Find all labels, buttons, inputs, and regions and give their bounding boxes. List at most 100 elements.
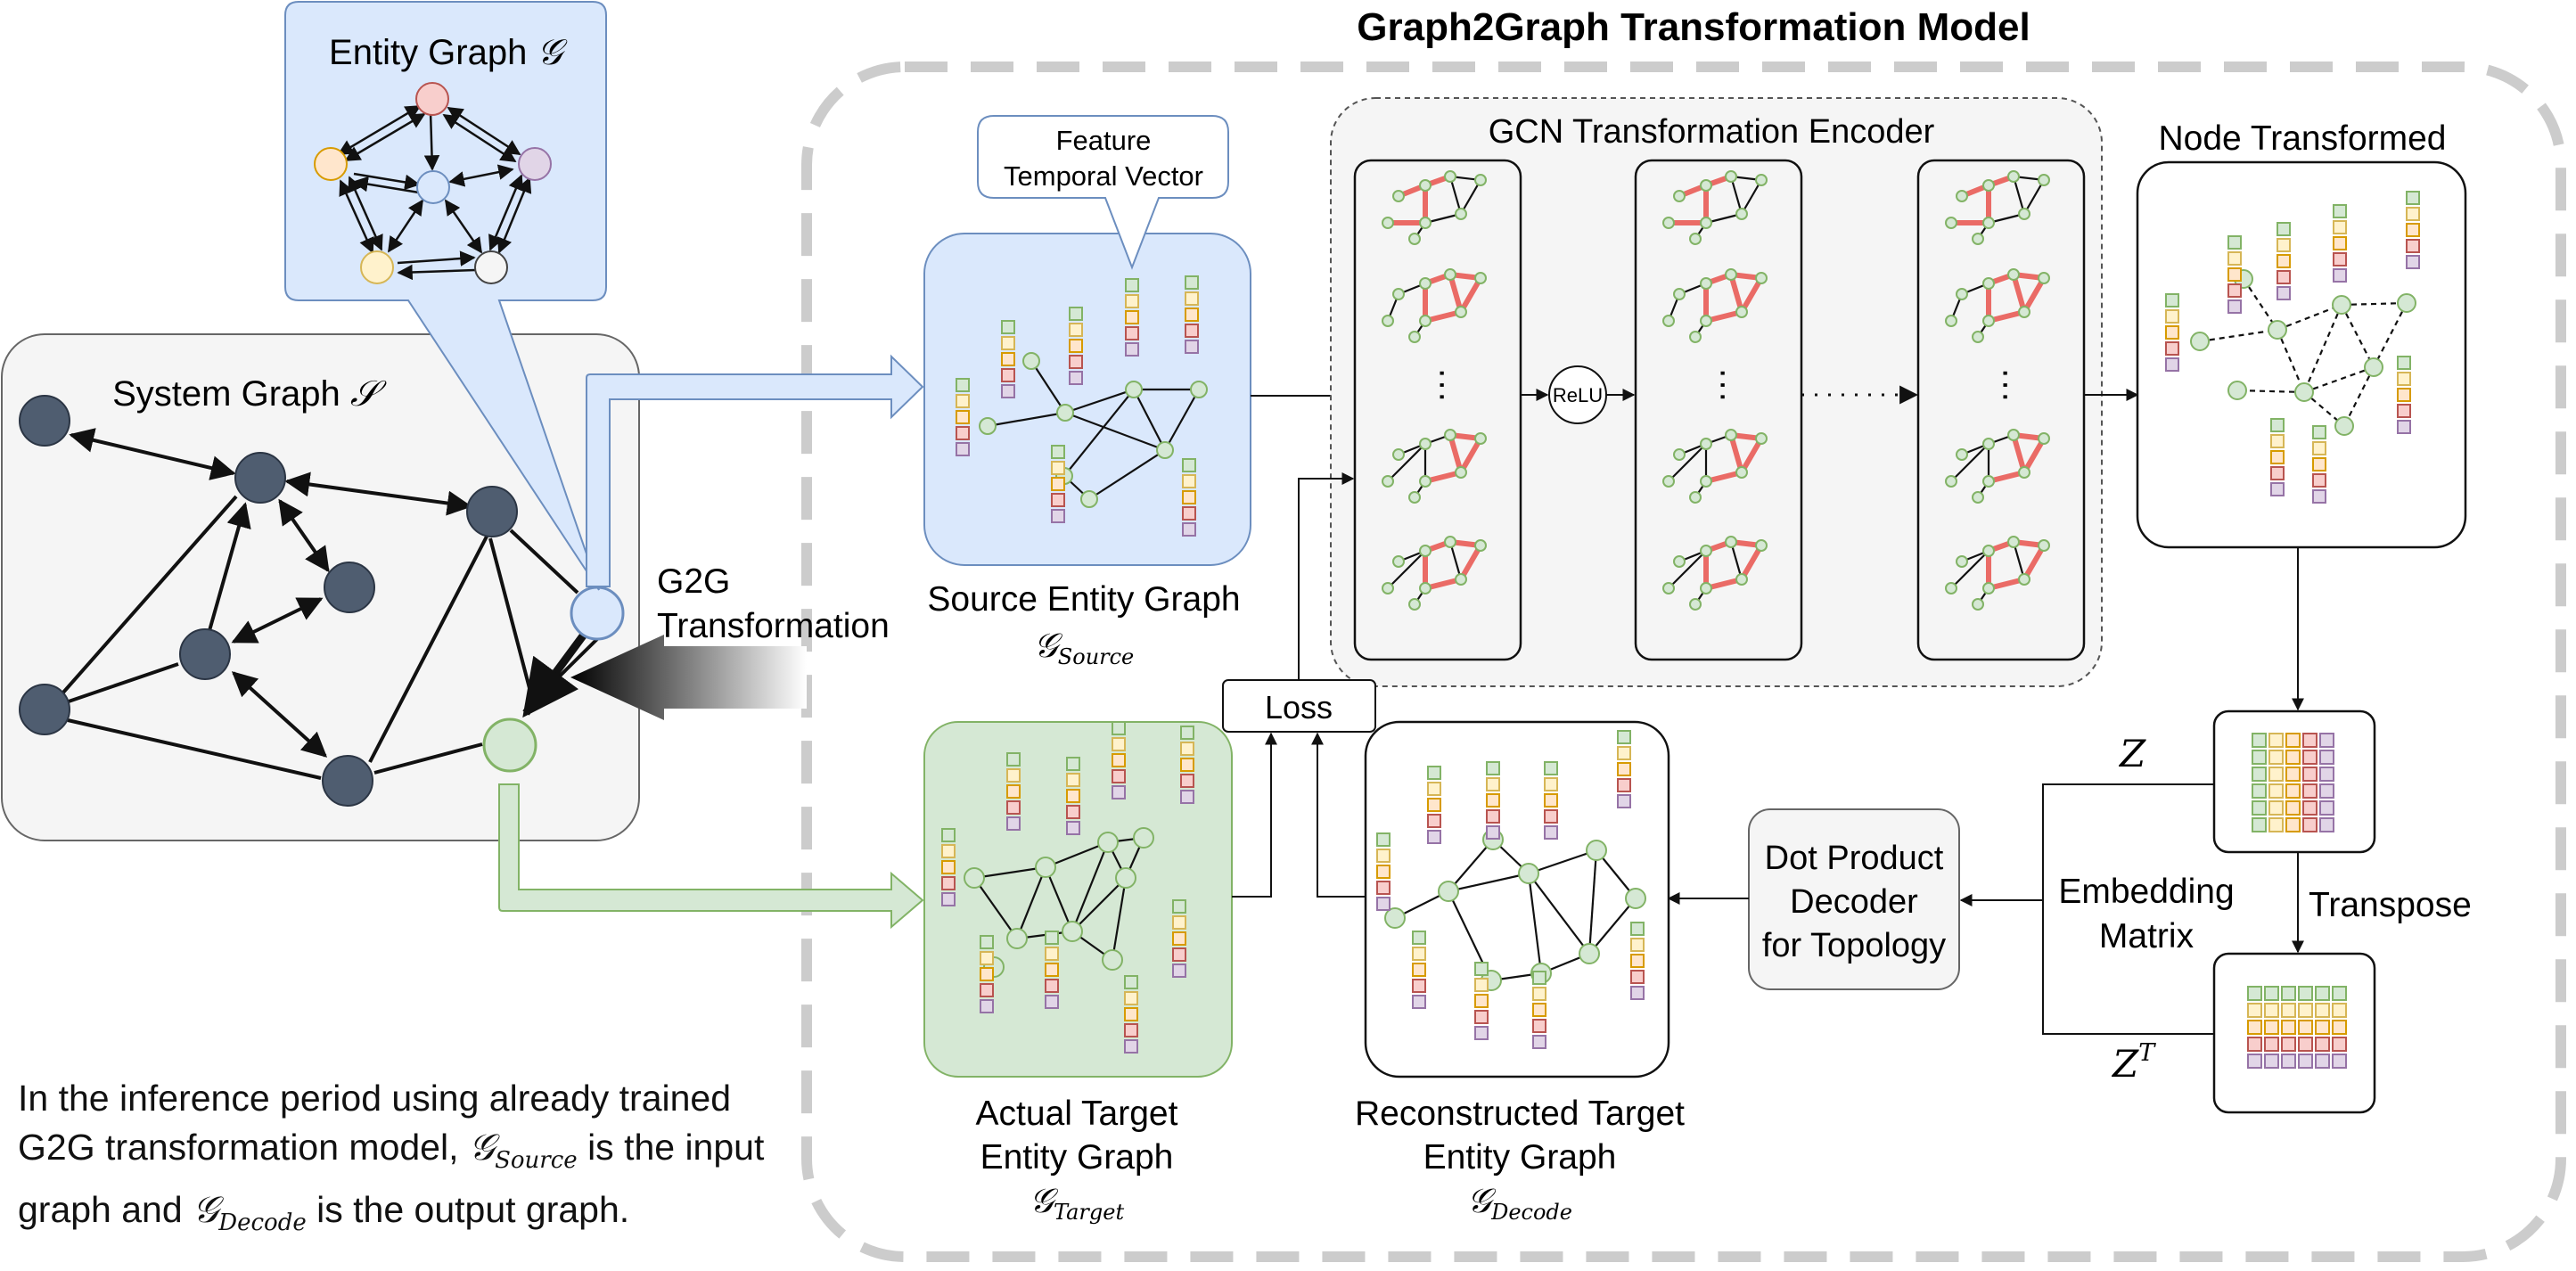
graph-node bbox=[1133, 827, 1154, 849]
z-matrix-cell bbox=[2252, 783, 2267, 799]
feature-callout-line2: Temporal Vector bbox=[1004, 160, 1203, 192]
feature-vector-cell bbox=[1185, 275, 1199, 290]
feature-vector-cell bbox=[1182, 490, 1196, 504]
graph-node bbox=[1392, 288, 1405, 300]
graph-edge bbox=[2236, 389, 2305, 394]
feature-vector-cell bbox=[1001, 368, 1015, 382]
highlighted-edge bbox=[2011, 434, 2027, 473]
graph-node bbox=[1382, 315, 1394, 327]
z-matrix-cell bbox=[2252, 800, 2267, 816]
graph-node bbox=[2018, 208, 2030, 220]
zt-matrix-cell bbox=[2332, 986, 2347, 1001]
zt-matrix-cell bbox=[2247, 986, 2262, 1001]
graph-node bbox=[1735, 466, 1748, 479]
zt-matrix-cell bbox=[2332, 1003, 2347, 1018]
feature-vector-cell bbox=[1474, 1010, 1489, 1024]
graph-edge bbox=[1528, 873, 1590, 955]
graph-edge bbox=[2343, 366, 2375, 427]
graph-edge bbox=[973, 865, 1046, 880]
system-graph-nodes bbox=[19, 395, 518, 807]
graph-node bbox=[1384, 907, 1406, 929]
decoder-line1: Dot Product bbox=[1765, 840, 1944, 877]
feature-vector-cell bbox=[1486, 777, 1500, 791]
graph-edge bbox=[973, 877, 1018, 939]
graph-edge bbox=[1030, 360, 1066, 414]
graph-node bbox=[1689, 598, 1702, 611]
graph-node bbox=[1392, 190, 1405, 202]
graph-node bbox=[1735, 306, 1748, 318]
feature-vector-cell bbox=[1045, 979, 1059, 993]
graph-edge bbox=[2303, 365, 2375, 394]
graph-node bbox=[964, 867, 985, 889]
graph-edge bbox=[2012, 541, 2026, 580]
graph-node bbox=[1700, 315, 1712, 327]
embedding-matrix-drawings bbox=[2247, 733, 2347, 1069]
feature-vector-cell bbox=[1125, 326, 1139, 340]
zt-matrix-cell bbox=[2298, 1037, 2313, 1052]
feature-vector-cell bbox=[1066, 821, 1080, 835]
graph-node bbox=[2018, 306, 2030, 318]
graph-node bbox=[1673, 555, 1686, 568]
graph-node bbox=[1382, 582, 1394, 594]
feature-vector-cell bbox=[1486, 761, 1500, 775]
entity-graph-edges bbox=[337, 104, 532, 281]
feature-vector-cell bbox=[1617, 730, 1631, 744]
graph-node bbox=[1474, 272, 1487, 284]
feature-vector-cell bbox=[1182, 458, 1196, 472]
feature-vector-cell bbox=[1172, 947, 1186, 962]
graph-node bbox=[1982, 582, 1995, 594]
graph-node bbox=[1419, 545, 1432, 557]
zt-matrix-cell bbox=[2298, 986, 2313, 1001]
graph-node bbox=[2007, 536, 2020, 548]
feature-vector-cell bbox=[1182, 474, 1196, 488]
feature-vector-cell bbox=[2397, 356, 2411, 370]
feature-vector-cell bbox=[1185, 308, 1199, 322]
graph-node bbox=[1755, 272, 1768, 284]
graph-edge bbox=[1587, 849, 1598, 955]
graph-node bbox=[1455, 306, 1467, 318]
z-matrix-cell bbox=[2302, 817, 2318, 832]
loss-label: Loss bbox=[1265, 689, 1333, 726]
zt-matrix-cell bbox=[2332, 1054, 2347, 1069]
graph-edge bbox=[2023, 179, 2045, 215]
decoder-line2: Decoder bbox=[1790, 883, 1918, 921]
graph-node bbox=[1006, 928, 1028, 949]
graph-node bbox=[1662, 217, 1675, 229]
feature-vector-cell bbox=[1051, 509, 1065, 523]
feature-vector-cell bbox=[1001, 352, 1015, 366]
graph-node bbox=[1035, 857, 1056, 878]
actual-target-math: 𝒢Target bbox=[1030, 1181, 1125, 1225]
graph-node bbox=[1419, 179, 1432, 192]
feature-vector-cell bbox=[1172, 899, 1186, 914]
zt-matrix-cell bbox=[2264, 986, 2279, 1001]
system-bold-edge bbox=[522, 632, 587, 718]
feature-vector-cell bbox=[2165, 341, 2179, 356]
feature-vector-cell bbox=[1180, 726, 1194, 740]
feature-vector-cell bbox=[2270, 450, 2285, 464]
embedding-label-line2: Matrix bbox=[2099, 917, 2195, 955]
z-matrix-cell bbox=[2302, 767, 2318, 782]
graph-node bbox=[1102, 949, 1123, 971]
zt-matrix-cell bbox=[2247, 1054, 2262, 1069]
feature-vector-cell bbox=[1182, 506, 1196, 521]
graph-node bbox=[1945, 315, 1957, 327]
layer-n-ellipsis: ··· bbox=[1988, 367, 2027, 403]
graph-node bbox=[1755, 432, 1768, 445]
zt-matrix-cell bbox=[2281, 1054, 2296, 1069]
z-matrix-cell bbox=[2302, 750, 2318, 765]
gcn-layer-drawings bbox=[1382, 170, 2050, 611]
zt-matrix-cell bbox=[2247, 1020, 2262, 1035]
feature-vector-cell bbox=[2277, 238, 2291, 252]
feature-vector-cell bbox=[1412, 963, 1426, 977]
feature-vector-cell bbox=[1532, 987, 1546, 1001]
feature-vector-cell bbox=[2165, 357, 2179, 372]
feature-vector-cell bbox=[941, 860, 956, 874]
graph-node bbox=[1408, 491, 1421, 504]
feature-vector-cell bbox=[1006, 784, 1021, 799]
feature-vector-cell bbox=[980, 935, 994, 949]
graph-edge bbox=[1460, 179, 1481, 215]
graph-node bbox=[1518, 863, 1539, 884]
graph-node bbox=[1444, 170, 1456, 183]
graph-node bbox=[1455, 208, 1467, 220]
feature-vector-cell bbox=[1112, 785, 1126, 800]
